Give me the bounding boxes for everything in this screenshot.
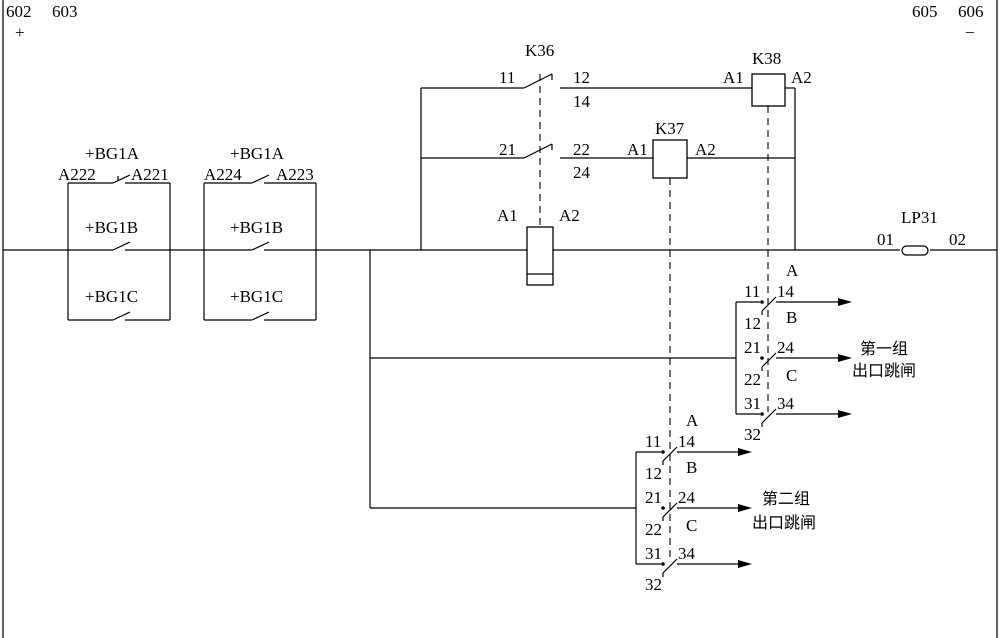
label-603: 603 (52, 2, 78, 21)
g1-left-terminal: A222 (58, 165, 96, 184)
out1-t21: 21 (744, 338, 761, 357)
k38-coil (751, 73, 786, 107)
k38-a1: A1 (723, 68, 744, 87)
g1-bg1c-label: +BG1C (85, 287, 138, 306)
k38-name: K38 (752, 49, 781, 68)
out2-t14: 14 (678, 432, 696, 451)
g2-bg1c-label: +BG1C (230, 287, 283, 306)
g2-bg1a-label: +BG1A (230, 144, 285, 163)
out2-title-line2: 出口跳闸 (752, 513, 816, 532)
label-606: 606 (958, 2, 984, 21)
out1-phase-a: A (786, 261, 799, 280)
g1-bg1b-label: +BG1B (85, 218, 138, 237)
out2-title-line1: 第二组 (762, 489, 810, 508)
k36-c1-no: 12 (573, 68, 590, 87)
out2-t22: 22 (645, 520, 662, 539)
out2-t24: 24 (678, 488, 696, 507)
g1-right-terminal: A221 (131, 165, 169, 184)
k37-a2: A2 (695, 140, 716, 159)
out1-t22: 22 (744, 370, 761, 389)
out2-t32: 32 (645, 575, 662, 594)
out1-title-line2: 出口跳闸 (852, 361, 916, 380)
k38-a2: A2 (791, 68, 812, 87)
lp31-name: LP31 (901, 208, 938, 227)
out1-title-line1: 第一组 (860, 339, 908, 358)
k36-c2-in: 21 (499, 140, 516, 159)
lp31-link (901, 245, 929, 256)
out2-contacts (635, 446, 752, 577)
lp31-term-01: 01 (877, 230, 894, 249)
g2-bg1b-label: +BG1B (230, 218, 283, 237)
out1-t34: 34 (777, 394, 795, 413)
k37-coil (652, 139, 688, 179)
out1-t31: 31 (744, 394, 761, 413)
out2-t11: 11 (645, 432, 661, 451)
k36-k38-circuit (420, 73, 796, 250)
out2-t31: 31 (645, 544, 662, 563)
k36-coil (526, 226, 554, 286)
k36-coil-a2: A2 (559, 206, 580, 225)
bg1-contact-group-1 (67, 174, 171, 321)
output-feed-wiring (369, 250, 736, 509)
k36-c2-no: 22 (573, 140, 590, 159)
g2-left-terminal: A224 (204, 165, 242, 184)
out1-t24: 24 (777, 338, 795, 357)
label-605: 605 (912, 2, 938, 21)
out1-contacts (735, 296, 852, 427)
out1-t12: 12 (744, 314, 761, 333)
out2-phase-b: B (686, 458, 697, 477)
k36-c1-in: 11 (499, 68, 515, 87)
g1-bg1a-label: +BG1A (85, 144, 140, 163)
out1-phase-c: C (786, 366, 797, 385)
out1-t14: 14 (777, 282, 795, 301)
k37-a1: A1 (627, 140, 648, 159)
k36-name: K36 (525, 41, 554, 60)
k37-name: K37 (655, 119, 685, 138)
label-602: 602 (6, 2, 32, 21)
out1-t32: 32 (744, 425, 761, 444)
g2-right-terminal: A223 (276, 165, 314, 184)
lp31-term-02: 02 (949, 230, 966, 249)
k36-coil-a1: A1 (497, 206, 518, 225)
out1-phase-b: B (786, 308, 797, 327)
plus-sign: + (15, 23, 25, 42)
out2-t21: 21 (645, 488, 662, 507)
k36-c2-nc: 24 (573, 163, 591, 182)
out2-phase-c: C (686, 516, 697, 535)
out1-t11: 11 (744, 282, 760, 301)
bg1-contact-group-2 (203, 174, 317, 321)
out2-t12: 12 (645, 464, 662, 483)
k36-c1-nc: 14 (573, 92, 591, 111)
out2-t34: 34 (678, 544, 696, 563)
out2-phase-a: A (686, 411, 699, 430)
minus-sign: − (965, 23, 975, 42)
